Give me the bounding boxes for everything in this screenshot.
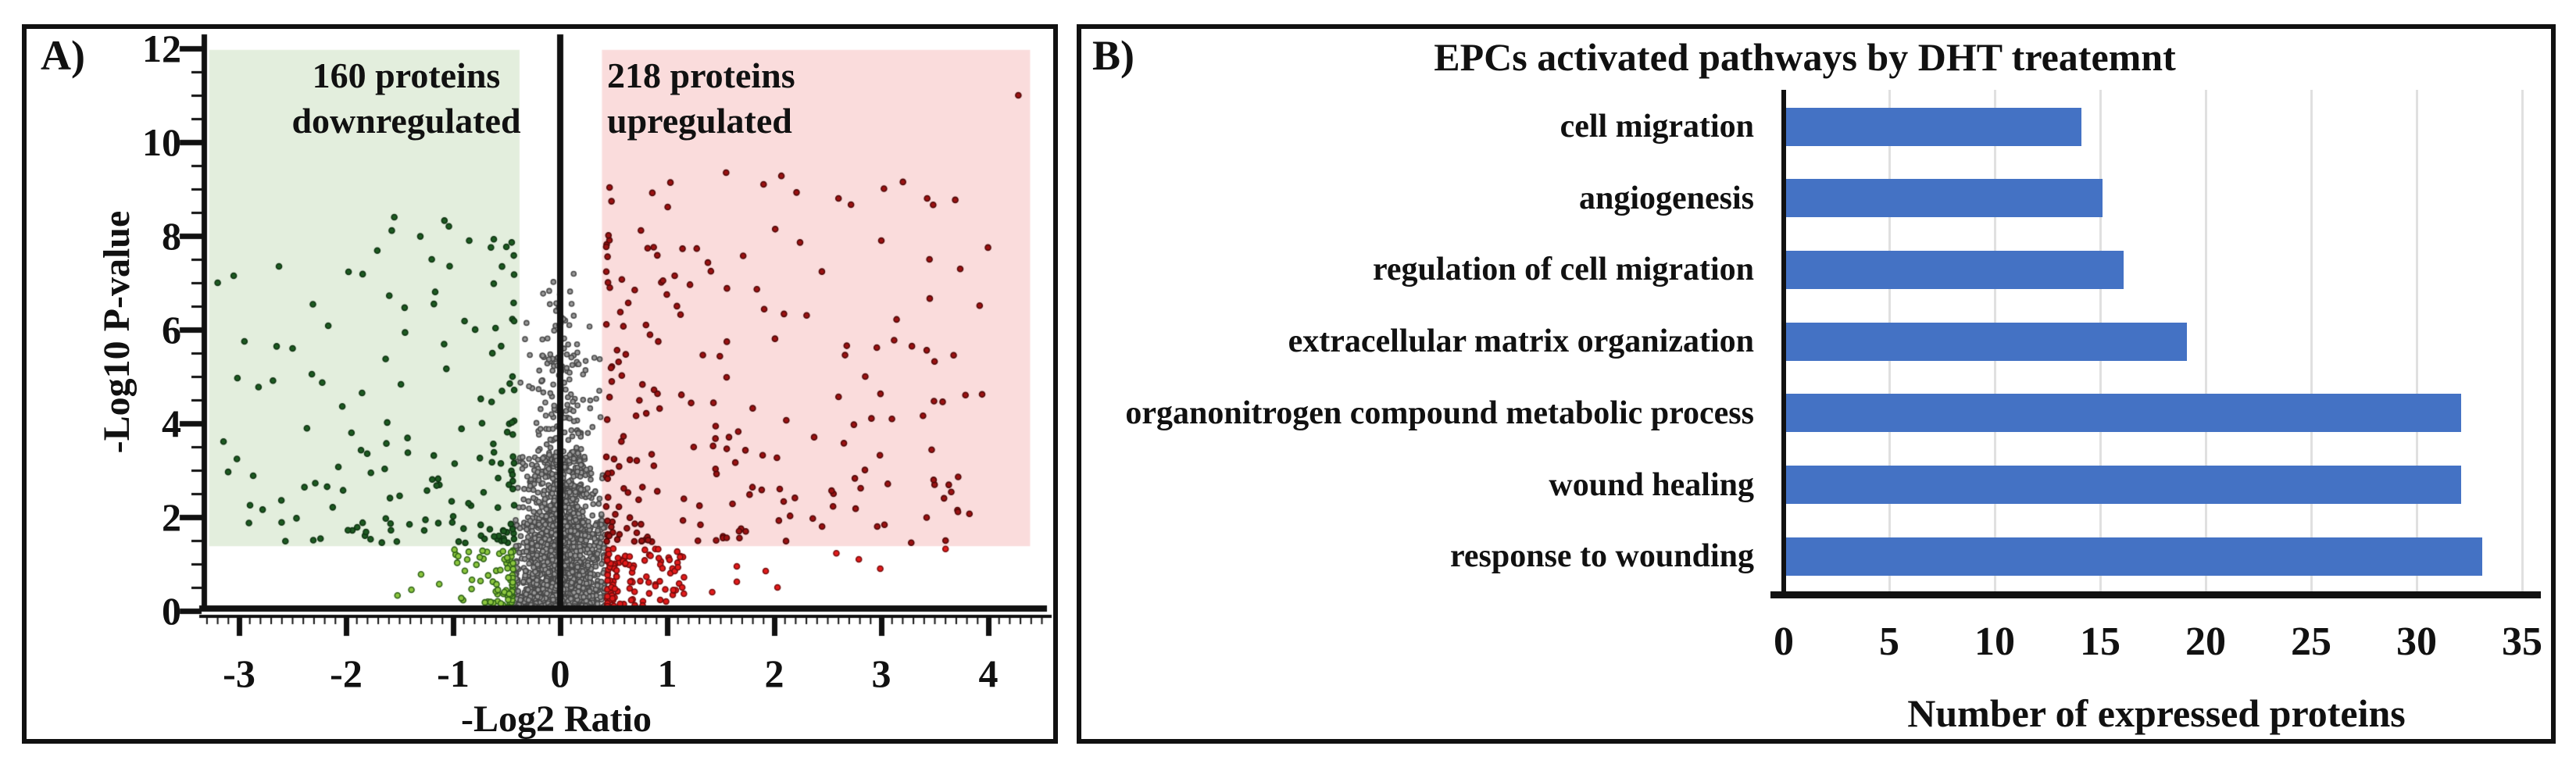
- x-tick-label: 0: [550, 652, 570, 695]
- x-axis-label: -Log2 Ratio: [461, 698, 652, 740]
- gridline-vertical: [2205, 90, 2207, 591]
- bar: [1786, 537, 2482, 576]
- bar-category-label: wound healing: [1549, 466, 1754, 503]
- x-tick-label: 4: [978, 652, 999, 695]
- bar-chart-x-axis-label: Number of expressed proteins: [1907, 691, 2406, 735]
- panel-a-label: A): [41, 32, 85, 79]
- bar: [1786, 179, 2103, 218]
- x-tick-label: -3: [223, 652, 255, 695]
- y-tick-label: 10: [142, 120, 181, 164]
- y-tick-label: 4: [162, 402, 181, 445]
- downregulated-annotation-line1: 160 proteins: [312, 55, 501, 95]
- upregulated-annotation-line1: 218 proteins: [607, 55, 795, 95]
- gridline-vertical: [2521, 90, 2524, 591]
- bar-x-tick-label: 0: [1774, 619, 1794, 664]
- bar-chart-y-axis-line: [1781, 90, 1786, 598]
- y-tick-label: 6: [162, 308, 181, 352]
- bar-x-tick-label: 15: [2080, 619, 2120, 664]
- bar-x-tick-label: 20: [2185, 619, 2226, 664]
- bar-chart-title: EPCs activated pathways by DHT treatemnt: [1434, 35, 2176, 79]
- bar-x-tick-label: 35: [2502, 619, 2542, 664]
- gridline-vertical: [2310, 90, 2313, 591]
- y-tick-label: 12: [142, 27, 181, 70]
- bar-category-label: angiogenesis: [1578, 180, 1754, 216]
- bar-x-tick-label: 30: [2396, 619, 2437, 664]
- panel-a-border: [22, 24, 1058, 744]
- x-tick-label: 3: [871, 652, 891, 695]
- y-tick-label: 8: [162, 214, 181, 258]
- panel-b-label: B): [1092, 32, 1134, 79]
- bar-x-tick-label: 10: [1974, 619, 2015, 664]
- bar: [1786, 250, 2124, 289]
- bar-x-tick-label: 5: [1879, 619, 1899, 664]
- y-tick-label: 0: [162, 589, 181, 633]
- downregulated-annotation: 160 proteins downregulated: [227, 53, 586, 144]
- bar-category-label: organonitrogen compound metabolic proces…: [1125, 394, 1754, 431]
- bar-x-tick-label: 25: [2291, 619, 2331, 664]
- upregulated-annotation: 218 proteins upregulated: [607, 53, 1076, 144]
- bar-category-label: regulation of cell migration: [1373, 252, 1754, 288]
- bar: [1786, 322, 2187, 361]
- bar-category-label: response to wounding: [1450, 538, 1754, 575]
- bar-category-label: extracellular matrix organization: [1288, 323, 1754, 360]
- bar: [1786, 394, 2461, 433]
- gridline-vertical: [2416, 90, 2418, 591]
- bar: [1786, 466, 2461, 504]
- downregulated-annotation-line2: downregulated: [291, 101, 521, 141]
- bar-chart-x-axis-line: [1770, 591, 2541, 598]
- upregulated-annotation-line2: upregulated: [607, 101, 792, 141]
- x-tick-label: -2: [330, 652, 363, 695]
- x-tick-label: 2: [764, 652, 784, 695]
- x-tick-label: -1: [437, 652, 470, 695]
- y-tick-label: 2: [162, 495, 181, 539]
- bar: [1786, 107, 2081, 146]
- x-tick-label: 1: [657, 652, 677, 695]
- bar-category-label: cell migration: [1560, 109, 1754, 145]
